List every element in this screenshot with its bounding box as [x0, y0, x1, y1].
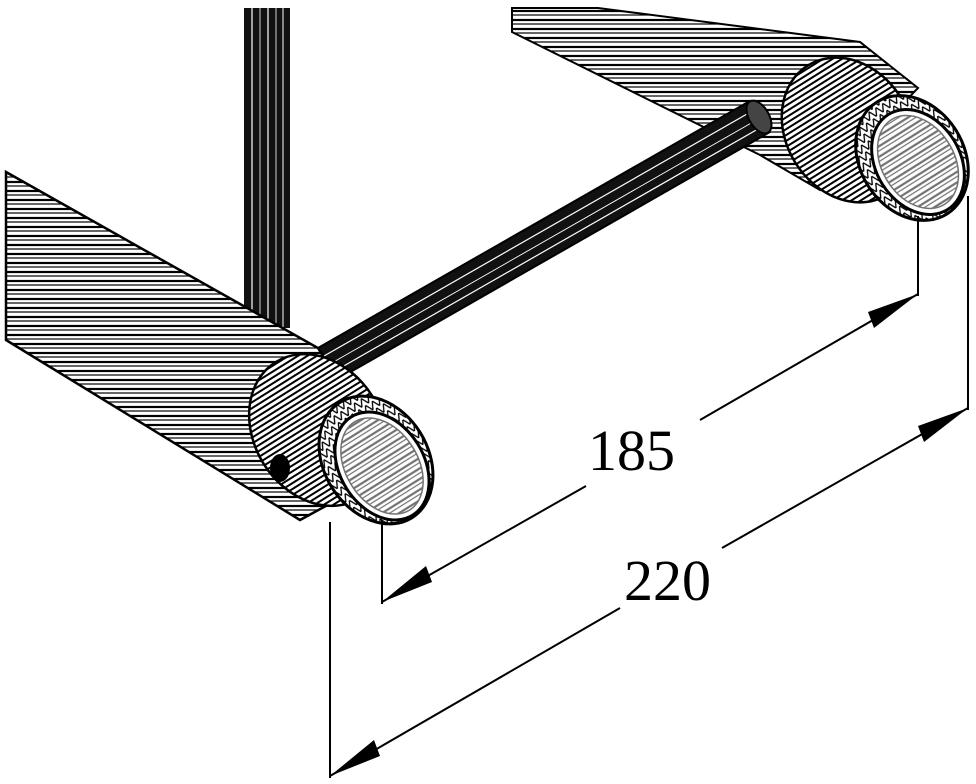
right-chord-tube [511, 7, 970, 222]
arrowhead-220-right [918, 408, 968, 442]
cross-brace [316, 99, 773, 380]
dimension-label-220: 220 [624, 548, 711, 613]
vertical-tube [244, 8, 290, 328]
left-chord-tube [4, 169, 435, 526]
arrowhead-220-left [330, 740, 380, 776]
arrowhead-185-right [868, 294, 918, 328]
dimension-220: 220 [329, 196, 969, 778]
dimension-label-185: 185 [588, 418, 675, 483]
arrowhead-185-left [382, 566, 432, 602]
dimension-line-220-lower [329, 607, 621, 777]
dimension-185: 185 [381, 216, 919, 604]
